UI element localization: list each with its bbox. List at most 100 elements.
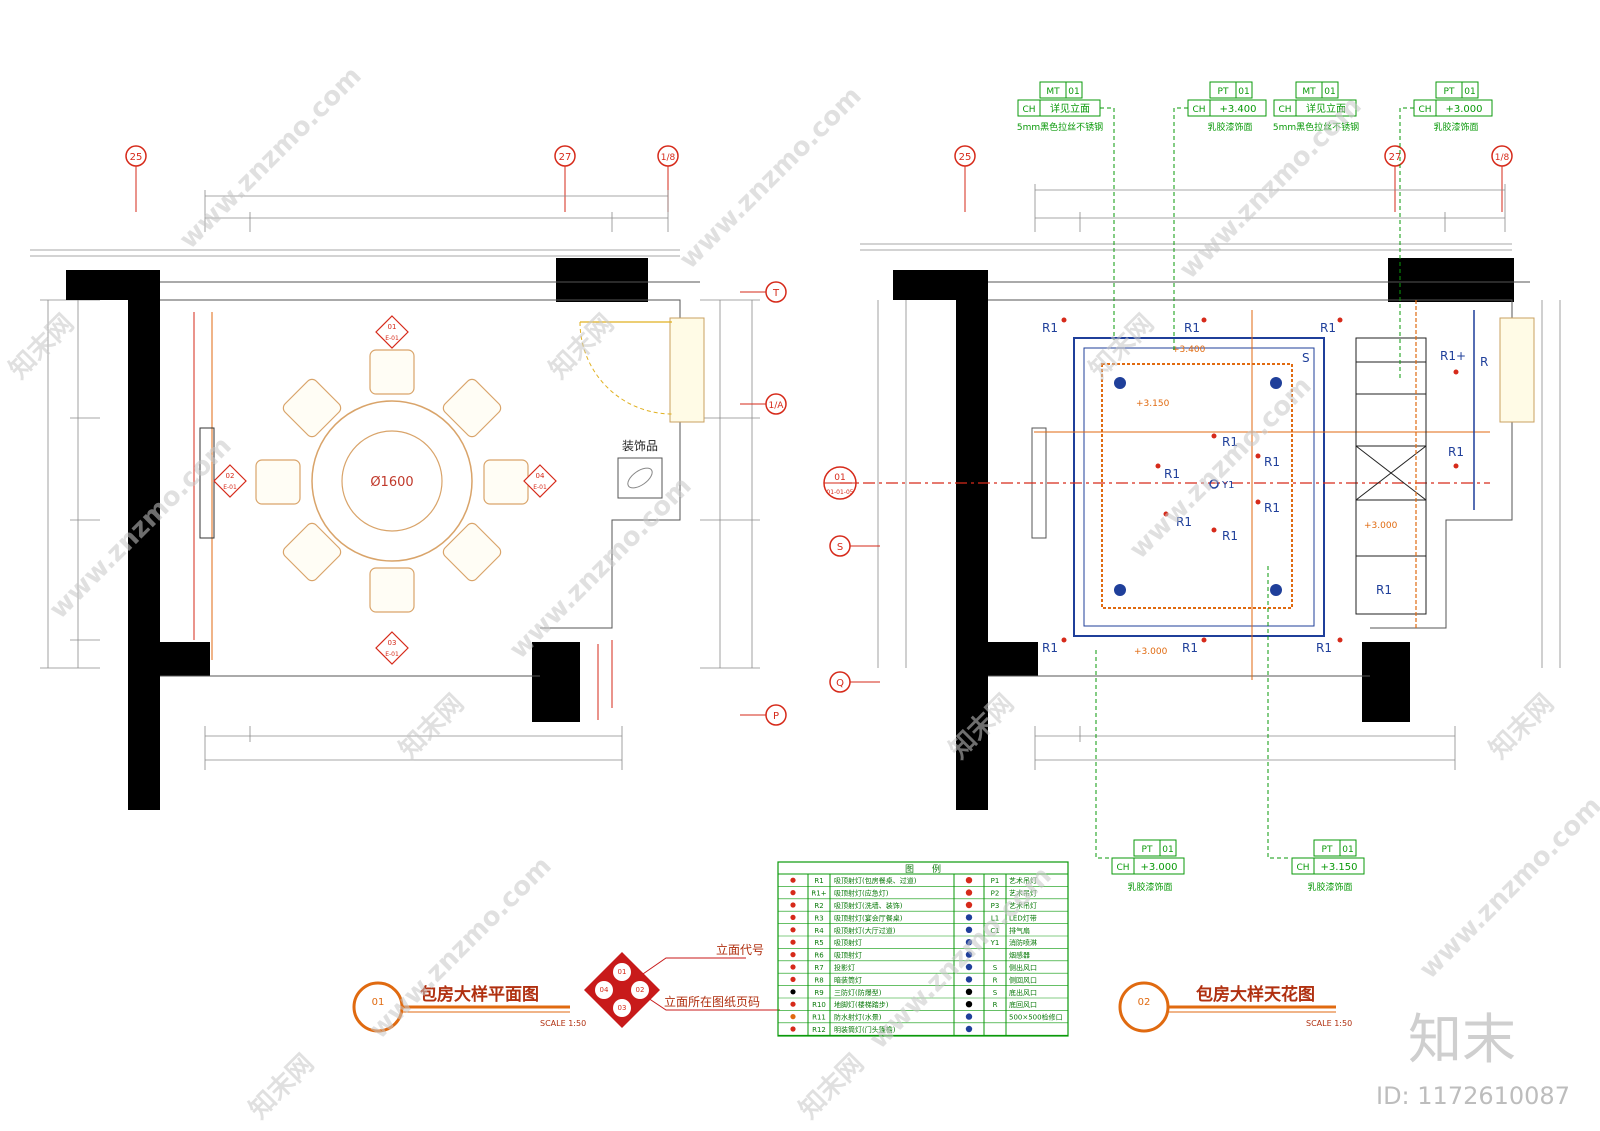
svg-text:+3.000: +3.000 bbox=[1134, 647, 1168, 657]
lamp-symbols bbox=[1061, 317, 1459, 643]
bottom-dimensions bbox=[204, 726, 623, 770]
dining-table: Ø1600 bbox=[311, 400, 473, 562]
svg-text:立面所在图纸页码: 立面所在图纸页码 bbox=[664, 994, 760, 1009]
legend-left-desc: 吸顶射灯 bbox=[834, 951, 862, 960]
svg-text:Q: Q bbox=[836, 678, 844, 689]
legend-left-code: R8 bbox=[814, 976, 823, 984]
side-shaft bbox=[1355, 337, 1427, 615]
legend-right-code: S bbox=[993, 964, 998, 972]
legend-left-desc: 吸顶射灯(应急灯) bbox=[834, 889, 889, 898]
side-cabinet bbox=[199, 427, 215, 539]
svg-text:03: 03 bbox=[388, 639, 397, 647]
svg-text:01: 01 bbox=[1238, 87, 1249, 97]
svg-text:E-01: E-01 bbox=[385, 651, 399, 658]
legend-right-desc: 底出风口 bbox=[1009, 988, 1037, 997]
callout-top-3: MT 01 CH 详见立面 5mm黑色拉丝不锈钢 bbox=[1273, 81, 1359, 133]
svg-text:01: 01 bbox=[372, 997, 385, 1008]
watermarks: www.znzmo.com www.znzmo.com www.znzmo.co… bbox=[4, 61, 1600, 1125]
axis-bubble-27: 27 bbox=[554, 145, 576, 212]
svg-text:PT: PT bbox=[1444, 87, 1455, 97]
svg-text:www.znzmo.com: www.znzmo.com bbox=[1174, 91, 1368, 285]
svg-text:01: 01 bbox=[1162, 845, 1173, 855]
svg-text:知末网: 知末网 bbox=[1084, 309, 1160, 385]
legend-left-desc: 吸顶射灯(洗墙、装饰) bbox=[834, 901, 903, 910]
legend-right-code: Y1 bbox=[990, 939, 1000, 947]
svg-text:25: 25 bbox=[959, 152, 972, 163]
legend-right-code: R bbox=[993, 1001, 998, 1009]
ceiling-plan: 25 27 1/8 bbox=[823, 81, 1561, 1033]
svg-text:01: 01 bbox=[1342, 845, 1353, 855]
svg-text:R1: R1 bbox=[1042, 641, 1058, 655]
legend-symbol-icon bbox=[790, 927, 796, 933]
svg-text:25: 25 bbox=[130, 152, 143, 163]
legend-symbol-icon bbox=[790, 964, 796, 970]
svg-text:+3.000: +3.000 bbox=[1140, 862, 1177, 873]
legend-symbol-icon bbox=[790, 877, 796, 883]
legend-left-desc: 投影灯 bbox=[834, 963, 855, 972]
legend-right-code: P2 bbox=[991, 890, 1000, 898]
legend-right-desc: 底回风口 bbox=[1009, 1000, 1037, 1009]
legend-symbol-icon bbox=[790, 890, 796, 896]
elevation-tag-02: 02 E-01 bbox=[213, 464, 247, 498]
axis-bubble-25: 25 bbox=[125, 145, 147, 212]
ceiling-dimensions bbox=[860, 184, 1561, 770]
legend-symbol-icon bbox=[790, 1026, 796, 1032]
svg-text:CH: CH bbox=[1022, 105, 1035, 115]
svg-text:R1: R1 bbox=[1164, 467, 1180, 481]
legend-symbol-icon bbox=[790, 939, 796, 945]
svg-text:Y1: Y1 bbox=[1221, 480, 1234, 491]
legend-right-code: P1 bbox=[991, 877, 1000, 885]
svg-text:PT: PT bbox=[1218, 87, 1229, 97]
svg-text:01-01-05: 01-01-05 bbox=[826, 489, 853, 496]
svg-text:27: 27 bbox=[559, 152, 572, 163]
legend-right-symbol-icon bbox=[965, 889, 973, 896]
elevation-tag-03: 03 E-01 bbox=[375, 631, 409, 665]
chairs bbox=[255, 349, 529, 613]
svg-text:01: 01 bbox=[1324, 87, 1335, 97]
callout-top-4: PT 01 CH +3.000 乳胶漆饰面 bbox=[1399, 81, 1493, 380]
feature-lights bbox=[1114, 377, 1282, 596]
svg-text:5mm黑色拉丝不锈钢: 5mm黑色拉丝不锈钢 bbox=[1273, 121, 1359, 133]
svg-text:包房大样天花图: 包房大样天花图 bbox=[1196, 984, 1315, 1005]
svg-text:www.znzmo.com: www.znzmo.com bbox=[364, 851, 558, 1045]
legend-right-symbol-icon bbox=[965, 976, 973, 983]
lamp-labels: R1 R1 R1 R1 R1 R1 R1 R1 R1 R1 R1 R1 R1+ … bbox=[1042, 321, 1488, 655]
svg-text:R1: R1 bbox=[1316, 641, 1332, 655]
svg-text:T: T bbox=[772, 288, 780, 299]
svg-text:知末网: 知末网 bbox=[4, 309, 80, 385]
legend-right-desc: 排气扇 bbox=[1009, 926, 1030, 935]
callout-bottom-2: PT 01 CH +3.150 乳胶漆饰面 bbox=[1267, 566, 1365, 893]
walls bbox=[66, 258, 648, 810]
svg-text:+3.150: +3.150 bbox=[1136, 399, 1170, 409]
legend-right-desc: 侧回风口 bbox=[1009, 975, 1037, 984]
svg-text:知末网: 知末网 bbox=[544, 309, 620, 385]
svg-text:S: S bbox=[837, 542, 843, 553]
svg-text:R1: R1 bbox=[1376, 583, 1392, 597]
svg-text:R: R bbox=[1480, 355, 1488, 369]
axis-bubble-T: T bbox=[740, 281, 787, 303]
plan-title-block: 01 包房大样平面图 SCALE 1:50 bbox=[352, 981, 586, 1033]
legend-left-desc: 地脚灯(楼梯踏步) bbox=[834, 1000, 889, 1009]
svg-text:乳胶漆饰面: 乳胶漆饰面 bbox=[1307, 881, 1352, 893]
elevation-tag-04: 04 E-01 bbox=[523, 464, 557, 498]
svg-text:27: 27 bbox=[1389, 152, 1402, 163]
sprinkler-icon bbox=[1209, 479, 1219, 489]
svg-text:SCALE 1:50: SCALE 1:50 bbox=[540, 1019, 586, 1028]
svg-text:+3.150: +3.150 bbox=[1320, 862, 1357, 873]
axis-bubble-Q: Q bbox=[829, 671, 880, 693]
legend-right-symbol-icon bbox=[965, 914, 973, 921]
legend-symbol-icon bbox=[790, 989, 796, 995]
svg-text:CH: CH bbox=[1418, 105, 1431, 115]
svg-text:R1: R1 bbox=[1222, 529, 1238, 543]
svg-text:R1: R1 bbox=[1042, 321, 1058, 335]
legend-right-desc: 艺术吊灯 bbox=[1009, 901, 1037, 910]
legend-right-symbol-icon bbox=[965, 939, 973, 946]
svg-text:R1: R1 bbox=[1176, 515, 1192, 529]
legend-right-desc: 侧出风口 bbox=[1009, 963, 1037, 972]
svg-text:P: P bbox=[773, 711, 779, 722]
svg-text:知末网: 知末网 bbox=[794, 1049, 870, 1125]
svg-text:CH: CH bbox=[1116, 863, 1129, 873]
svg-text:详见立面: 详见立面 bbox=[1050, 102, 1090, 115]
